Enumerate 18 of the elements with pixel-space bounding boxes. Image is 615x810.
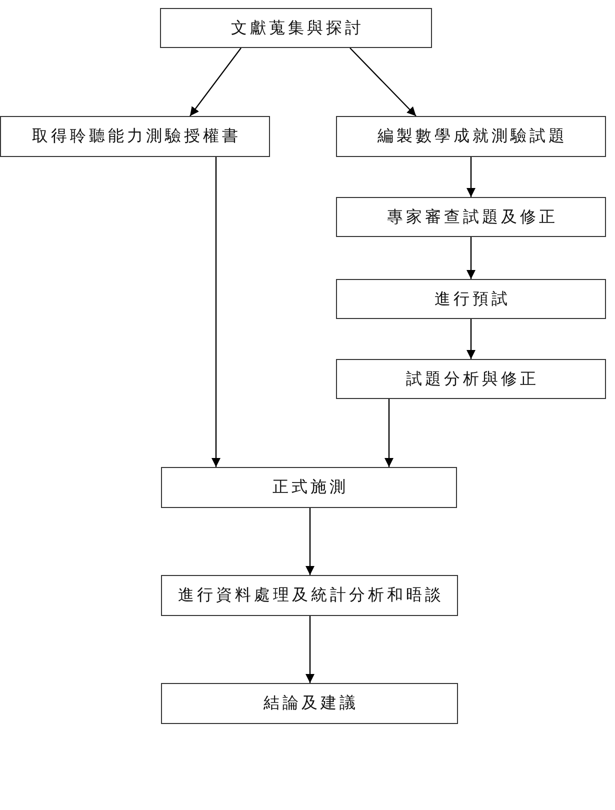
arrow bbox=[306, 616, 314, 683]
process-box: 正式施測 bbox=[161, 467, 457, 508]
process-box: 文獻蒐集與探討 bbox=[160, 8, 432, 48]
arrow bbox=[350, 48, 416, 116]
process-box: 進行預試 bbox=[336, 279, 606, 319]
process-box: 專家審查試題及修正 bbox=[336, 197, 606, 237]
process-box: 取得聆聽能力測驗授權書 bbox=[0, 116, 270, 157]
arrow bbox=[466, 237, 476, 279]
arrow bbox=[384, 399, 394, 467]
arrow bbox=[466, 157, 476, 197]
process-box: 結論及建議 bbox=[161, 683, 458, 724]
arrow bbox=[306, 508, 314, 575]
process-box: 進行資料處理及統計分析和晤談 bbox=[161, 575, 458, 616]
process-box: 編製數學成就測驗試題 bbox=[336, 116, 606, 157]
process-box: 試題分析與修正 bbox=[336, 359, 606, 399]
arrow bbox=[466, 319, 476, 359]
arrow bbox=[212, 157, 220, 467]
arrow bbox=[190, 48, 242, 116]
